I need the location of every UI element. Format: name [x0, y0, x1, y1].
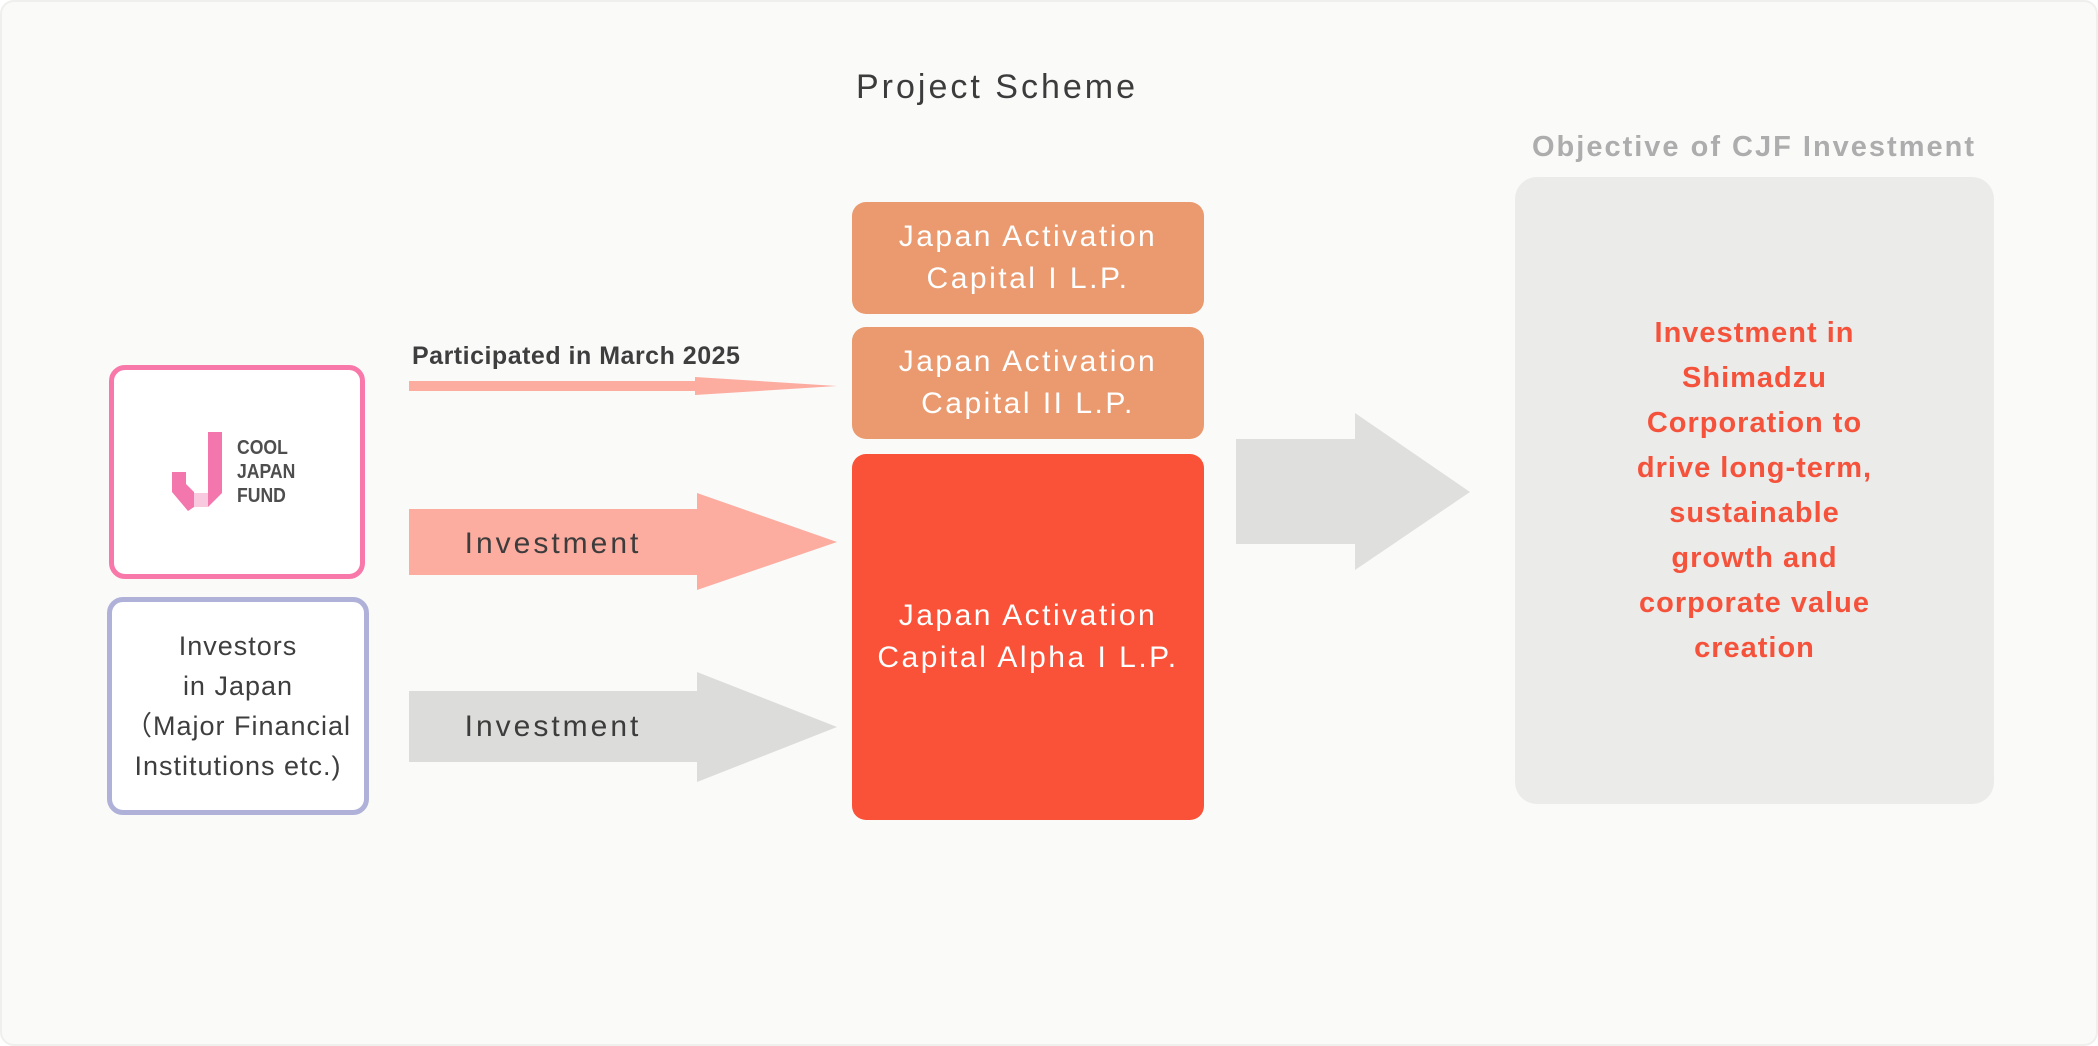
cool-japan-fund-box: COOL JAPAN FUND	[109, 365, 365, 579]
cjf-investment-arrow-label: Investment	[464, 527, 642, 560]
fund-box-label: Japan Activation Capital II L.P.	[898, 345, 1158, 420]
result-arrow	[1236, 413, 1470, 570]
fund-box-japan-activation-capital-alpha: Japan Activation Capital Alpha I L.P.	[852, 454, 1204, 820]
investors-investment-arrow: Investment	[409, 672, 837, 782]
thin-pink-arrow-icon	[409, 377, 837, 395]
fund-box-label: Japan Activation Capital I L.P.	[898, 220, 1158, 295]
participated-arrow	[409, 376, 837, 396]
cjf-logo-text: COOL JAPAN FUND	[236, 437, 296, 507]
investors-investment-arrow-label: Investment	[464, 710, 642, 743]
investors-label: Investors in Japan （Major Financial Inst…	[124, 631, 352, 781]
fund-box-japan-activation-capital-2: Japan Activation Capital II L.P.	[852, 327, 1204, 439]
objective-heading: Objective of CJF Investment	[1532, 131, 1976, 163]
objective-text: Investment in Shimadzu Corporation to dr…	[1636, 316, 1873, 664]
page-title: Project Scheme	[856, 68, 1138, 106]
cjf-investment-arrow: Investment	[409, 493, 837, 590]
fund-box-japan-activation-capital-1: Japan Activation Capital I L.P.	[852, 202, 1204, 314]
big-gray-arrow-icon	[1236, 413, 1470, 570]
fund-box-label: Japan Activation Capital Alpha I L.P.	[877, 599, 1179, 674]
objective-panel: Investment in Shimadzu Corporation to dr…	[1515, 177, 1994, 804]
cjf-j-mark-icon	[171, 432, 222, 511]
pink-arrow-icon	[409, 493, 837, 590]
gray-arrow-icon	[409, 672, 837, 782]
investors-box: Investors in Japan （Major Financial Inst…	[107, 597, 369, 815]
participated-arrow-label: Participated in March 2025	[412, 342, 741, 370]
cool-japan-fund-logo: COOL JAPAN FUND	[171, 430, 303, 514]
